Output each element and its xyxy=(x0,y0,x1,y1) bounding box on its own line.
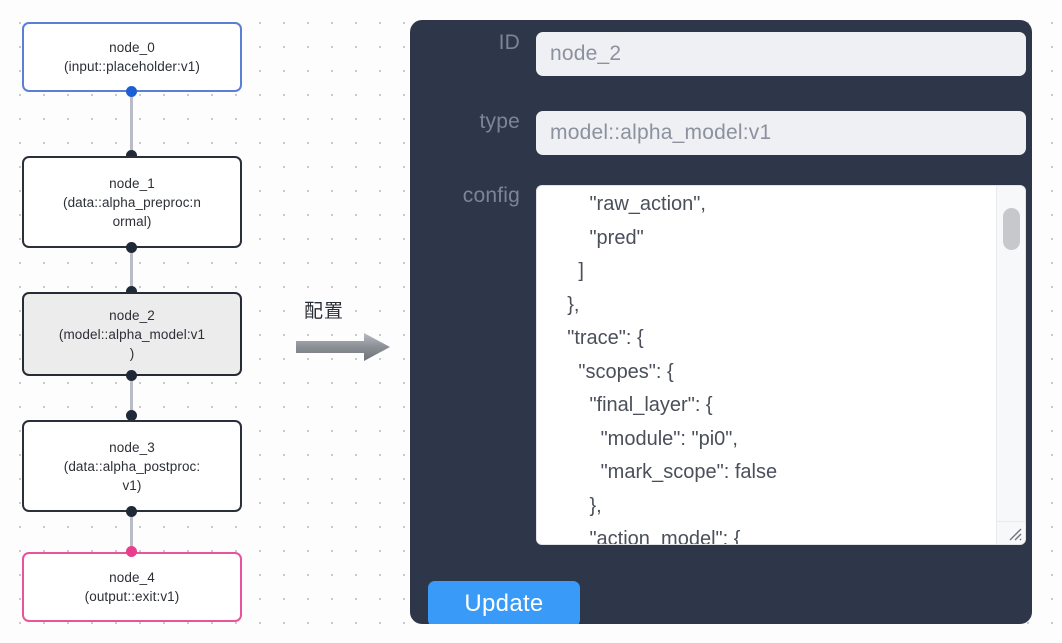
graph-node-label: node_1 (data::alpha_preproc:n ormal) xyxy=(62,175,202,229)
config-scrollbar-thumb[interactable] xyxy=(1003,208,1020,250)
config-scrollbar[interactable] xyxy=(996,186,1025,524)
graph-node-node_0[interactable]: node_0 (input::placeholder:v1) xyxy=(22,22,242,92)
port-node_3-input[interactable] xyxy=(126,410,137,421)
config-editor[interactable]: "raw_action", "pred" ] }, "trace": { "sc… xyxy=(536,185,1026,545)
graph-node-node_2[interactable]: node_2 (model::alpha_model:v1 ) xyxy=(22,292,242,376)
node-inspector-panel: ID type config "raw_action", "pred" ] },… xyxy=(410,20,1032,624)
port-node_2-output[interactable] xyxy=(126,370,137,381)
config-textarea[interactable]: "raw_action", "pred" ] }, "trace": { "sc… xyxy=(567,193,778,545)
field-row-type: type xyxy=(424,111,1026,155)
graph-node-node_4[interactable]: node_4 (output::exit:v1) xyxy=(22,552,242,622)
type-field-label: type xyxy=(479,110,520,133)
id-field-label: ID xyxy=(498,31,520,54)
graph-node-label: node_2 (model::alpha_model:v1 ) xyxy=(58,307,206,361)
update-button[interactable]: Update xyxy=(428,581,580,624)
field-row-config: config "raw_action", "pred" ] }, "trace"… xyxy=(424,185,1026,545)
type-input[interactable] xyxy=(536,111,1026,155)
edge-node1-node2 xyxy=(130,248,133,292)
port-node_4-input[interactable] xyxy=(126,546,137,557)
arrow-right-icon xyxy=(294,332,394,367)
edge-node3-node4 xyxy=(130,512,133,552)
port-node_1-output[interactable] xyxy=(126,242,137,253)
resize-handle-icon[interactable] xyxy=(996,521,1025,544)
graph-node-label: node_3 (data::alpha_postproc: v1) xyxy=(63,439,201,493)
port-node_2-input[interactable] xyxy=(126,286,137,297)
port-node_0-output[interactable] xyxy=(126,86,137,97)
config-field-label: config xyxy=(462,184,520,207)
graph-node-label: node_4 (output::exit:v1) xyxy=(84,570,180,604)
id-input[interactable] xyxy=(536,32,1026,76)
edge-node0-node1 xyxy=(130,92,133,156)
field-row-id: ID xyxy=(424,32,1026,76)
graph-node-node_1[interactable]: node_1 (data::alpha_preproc:n ormal) xyxy=(22,156,242,248)
transform-caption: 配置 xyxy=(304,300,345,322)
graph-canvas[interactable]: node_0 (input::placeholder:v1) node_1 (d… xyxy=(0,0,290,643)
port-node_1-input[interactable] xyxy=(126,150,137,161)
graph-node-label: node_0 (input::placeholder:v1) xyxy=(64,40,200,74)
graph-node-node_3[interactable]: node_3 (data::alpha_postproc: v1) xyxy=(22,420,242,512)
edge-node2-node3 xyxy=(130,376,133,416)
transform-marker: 配置 xyxy=(292,296,400,366)
port-node_3-output[interactable] xyxy=(126,506,137,517)
